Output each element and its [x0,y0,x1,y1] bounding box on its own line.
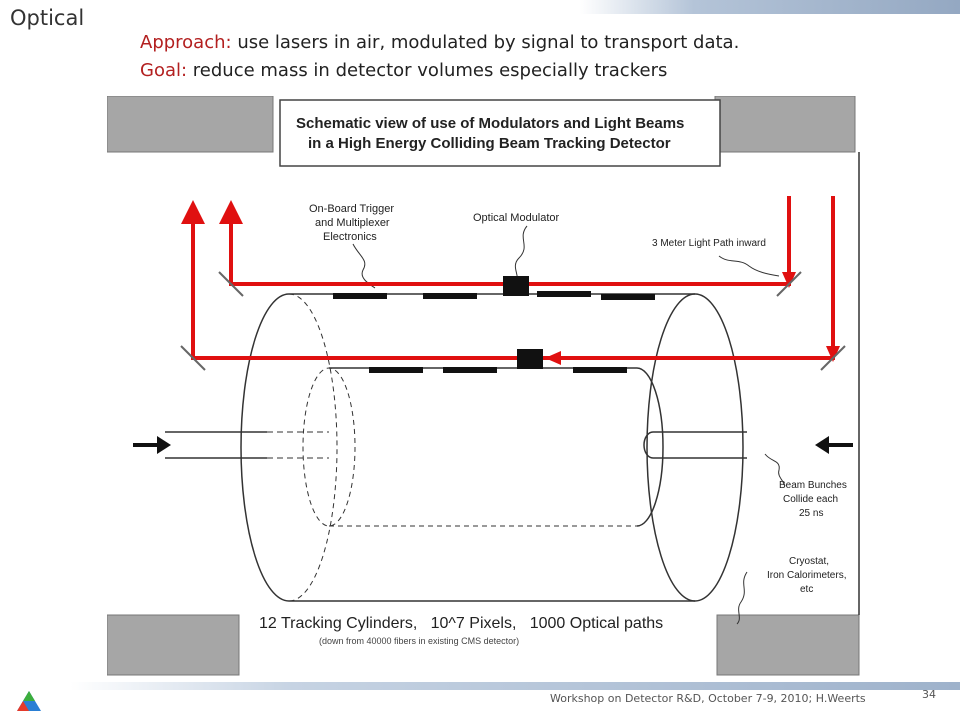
label-cryostat-1: Cryostat, [789,556,829,567]
caption-line-2: in a High Energy Colliding Beam Tracking… [308,135,671,152]
block-top-left [107,96,274,153]
header-decoration-bar [580,0,960,14]
label-beam-2: Collide each [783,494,838,505]
bullet-approach: Approach: use lasers in air, modulated b… [140,32,739,53]
bottom-subcaption: (down from 40000 fibers in existing CMS … [319,636,519,646]
electronics-bar [601,294,655,300]
label-cryostat-3: etc [800,584,813,595]
outer-cylinder-left-front [240,293,290,602]
footer-decoration-band [70,682,960,690]
outer-cylinder-right-end [646,293,744,602]
detector-schematic: Schematic view of use of Modulators and … [107,96,863,676]
block-bottom-left [107,614,240,676]
electronics-bar [537,291,591,297]
pointer-beam [764,453,786,487]
pointer-light-path [718,255,780,277]
label-modulator: Optical Modulator [473,212,560,224]
caption-box [279,99,721,167]
lab-logo-icon [17,691,41,711]
label-beam-1: Beam Bunches [779,480,847,491]
bullet-approach-key: Approach: [140,32,232,53]
electronics-bar [443,367,497,373]
footer-text: Workshop on Detector R&D, October 7-9, 2… [550,692,866,705]
inner-cylinder-left-end [302,367,356,527]
inner-cylinder-right-end [636,367,664,527]
beam-arrow-left-head [157,436,171,454]
mirror-lower-right [820,345,846,371]
laser-arrow-upper-down [782,272,796,288]
optical-modulator-lower [517,349,543,369]
label-beam-3: 25 ns [799,508,823,519]
pointer-trigger [352,243,376,289]
block-top-right [714,96,856,153]
electronics-bar [369,367,423,373]
slide-title: Optical [10,6,85,30]
label-cryostat-2: Iron Calorimeters, [767,570,846,581]
label-trigger-2: and Multiplexer [315,217,390,229]
bullet-goal: Goal: reduce mass in detector volumes es… [140,60,667,81]
bullet-goal-text: reduce mass in detector volumes especial… [187,60,668,81]
laser-path-lower [181,196,835,360]
caption-line-1: Schematic view of use of Modulators and … [296,115,684,132]
beam-pipe-left [165,431,267,459]
laser-arrow-lower-down [826,346,840,362]
electronics-bar [423,293,477,299]
block-bottom-right [716,614,860,676]
optical-modulator-upper [503,276,529,296]
mirror-lower-left [180,345,206,371]
outer-cylinder [289,293,695,602]
bullet-goal-key: Goal: [140,60,188,81]
outer-cylinder-left-back [288,293,338,602]
pointer-modulator [514,225,528,281]
bullet-approach-text: use lasers in air, modulated by signal t… [231,32,740,53]
beam-arrow-right-head [815,436,829,454]
beam-pipe-left-inner [267,431,329,459]
beam-pipe-right [643,431,747,459]
electronics-bar [333,293,387,299]
label-trigger-1: On-Board Trigger [309,203,394,215]
bottom-caption: 12 Tracking Cylinders, 10^7 Pixels, 1000… [259,615,663,632]
laser-arrow-lower-mid [545,351,561,365]
label-trigger-3: Electronics [323,231,377,243]
mirror-upper-left [218,271,244,297]
pointer-cryostat [736,571,748,625]
page-number: 34 [922,688,936,701]
label-light-path: 3 Meter Light Path inward [652,238,766,249]
electronics-bar [573,367,627,373]
mirror-upper-right [776,271,802,297]
